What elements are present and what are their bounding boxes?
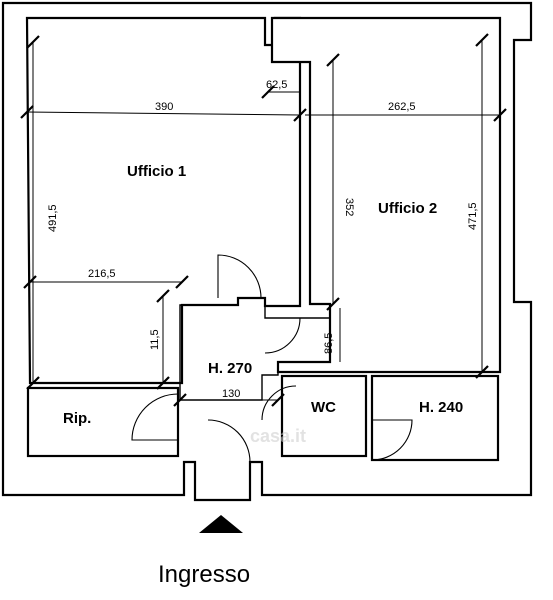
door-ufficio2 (264, 317, 301, 354)
u1-lower-width-label: 216,5 (88, 268, 116, 280)
u1-niche-label: 11,5 (149, 329, 161, 350)
hall-width-label: 130 (222, 388, 240, 400)
u2-left-height-label: 352 (343, 198, 355, 216)
entrance-arrow-icon (199, 515, 243, 533)
watermark: casa.it (250, 426, 306, 446)
door-entrance (207, 419, 251, 500)
entrance-label: Ingresso (158, 561, 250, 588)
u2-right-height-label: 471,5 (467, 202, 479, 230)
wc-room (280, 374, 368, 458)
u2-niche-label: 86,5 (323, 333, 335, 354)
side-room (370, 374, 500, 462)
storage-room (26, 386, 180, 458)
hall-height-label: H. 270 (208, 360, 252, 377)
door-wc (261, 385, 297, 455)
dim-line-u1-width (26, 111, 301, 116)
u2-width-label: 262,5 (388, 101, 416, 113)
ufficio2-label: Ufficio 2 (378, 200, 437, 217)
wall-gap-label: 62,5 (266, 79, 287, 91)
side-height-label: H. 240 (419, 399, 463, 416)
wc-label: WC (311, 399, 336, 416)
door-ufficio1 (217, 254, 262, 299)
storage-label: Rip. (63, 410, 91, 427)
door-storage (131, 393, 179, 441)
u1-width-label: 390 (155, 101, 173, 113)
door-side-room (371, 419, 413, 461)
u1-height-label: 491,5 (47, 204, 59, 232)
ufficio1-label: Ufficio 1 (127, 163, 186, 180)
